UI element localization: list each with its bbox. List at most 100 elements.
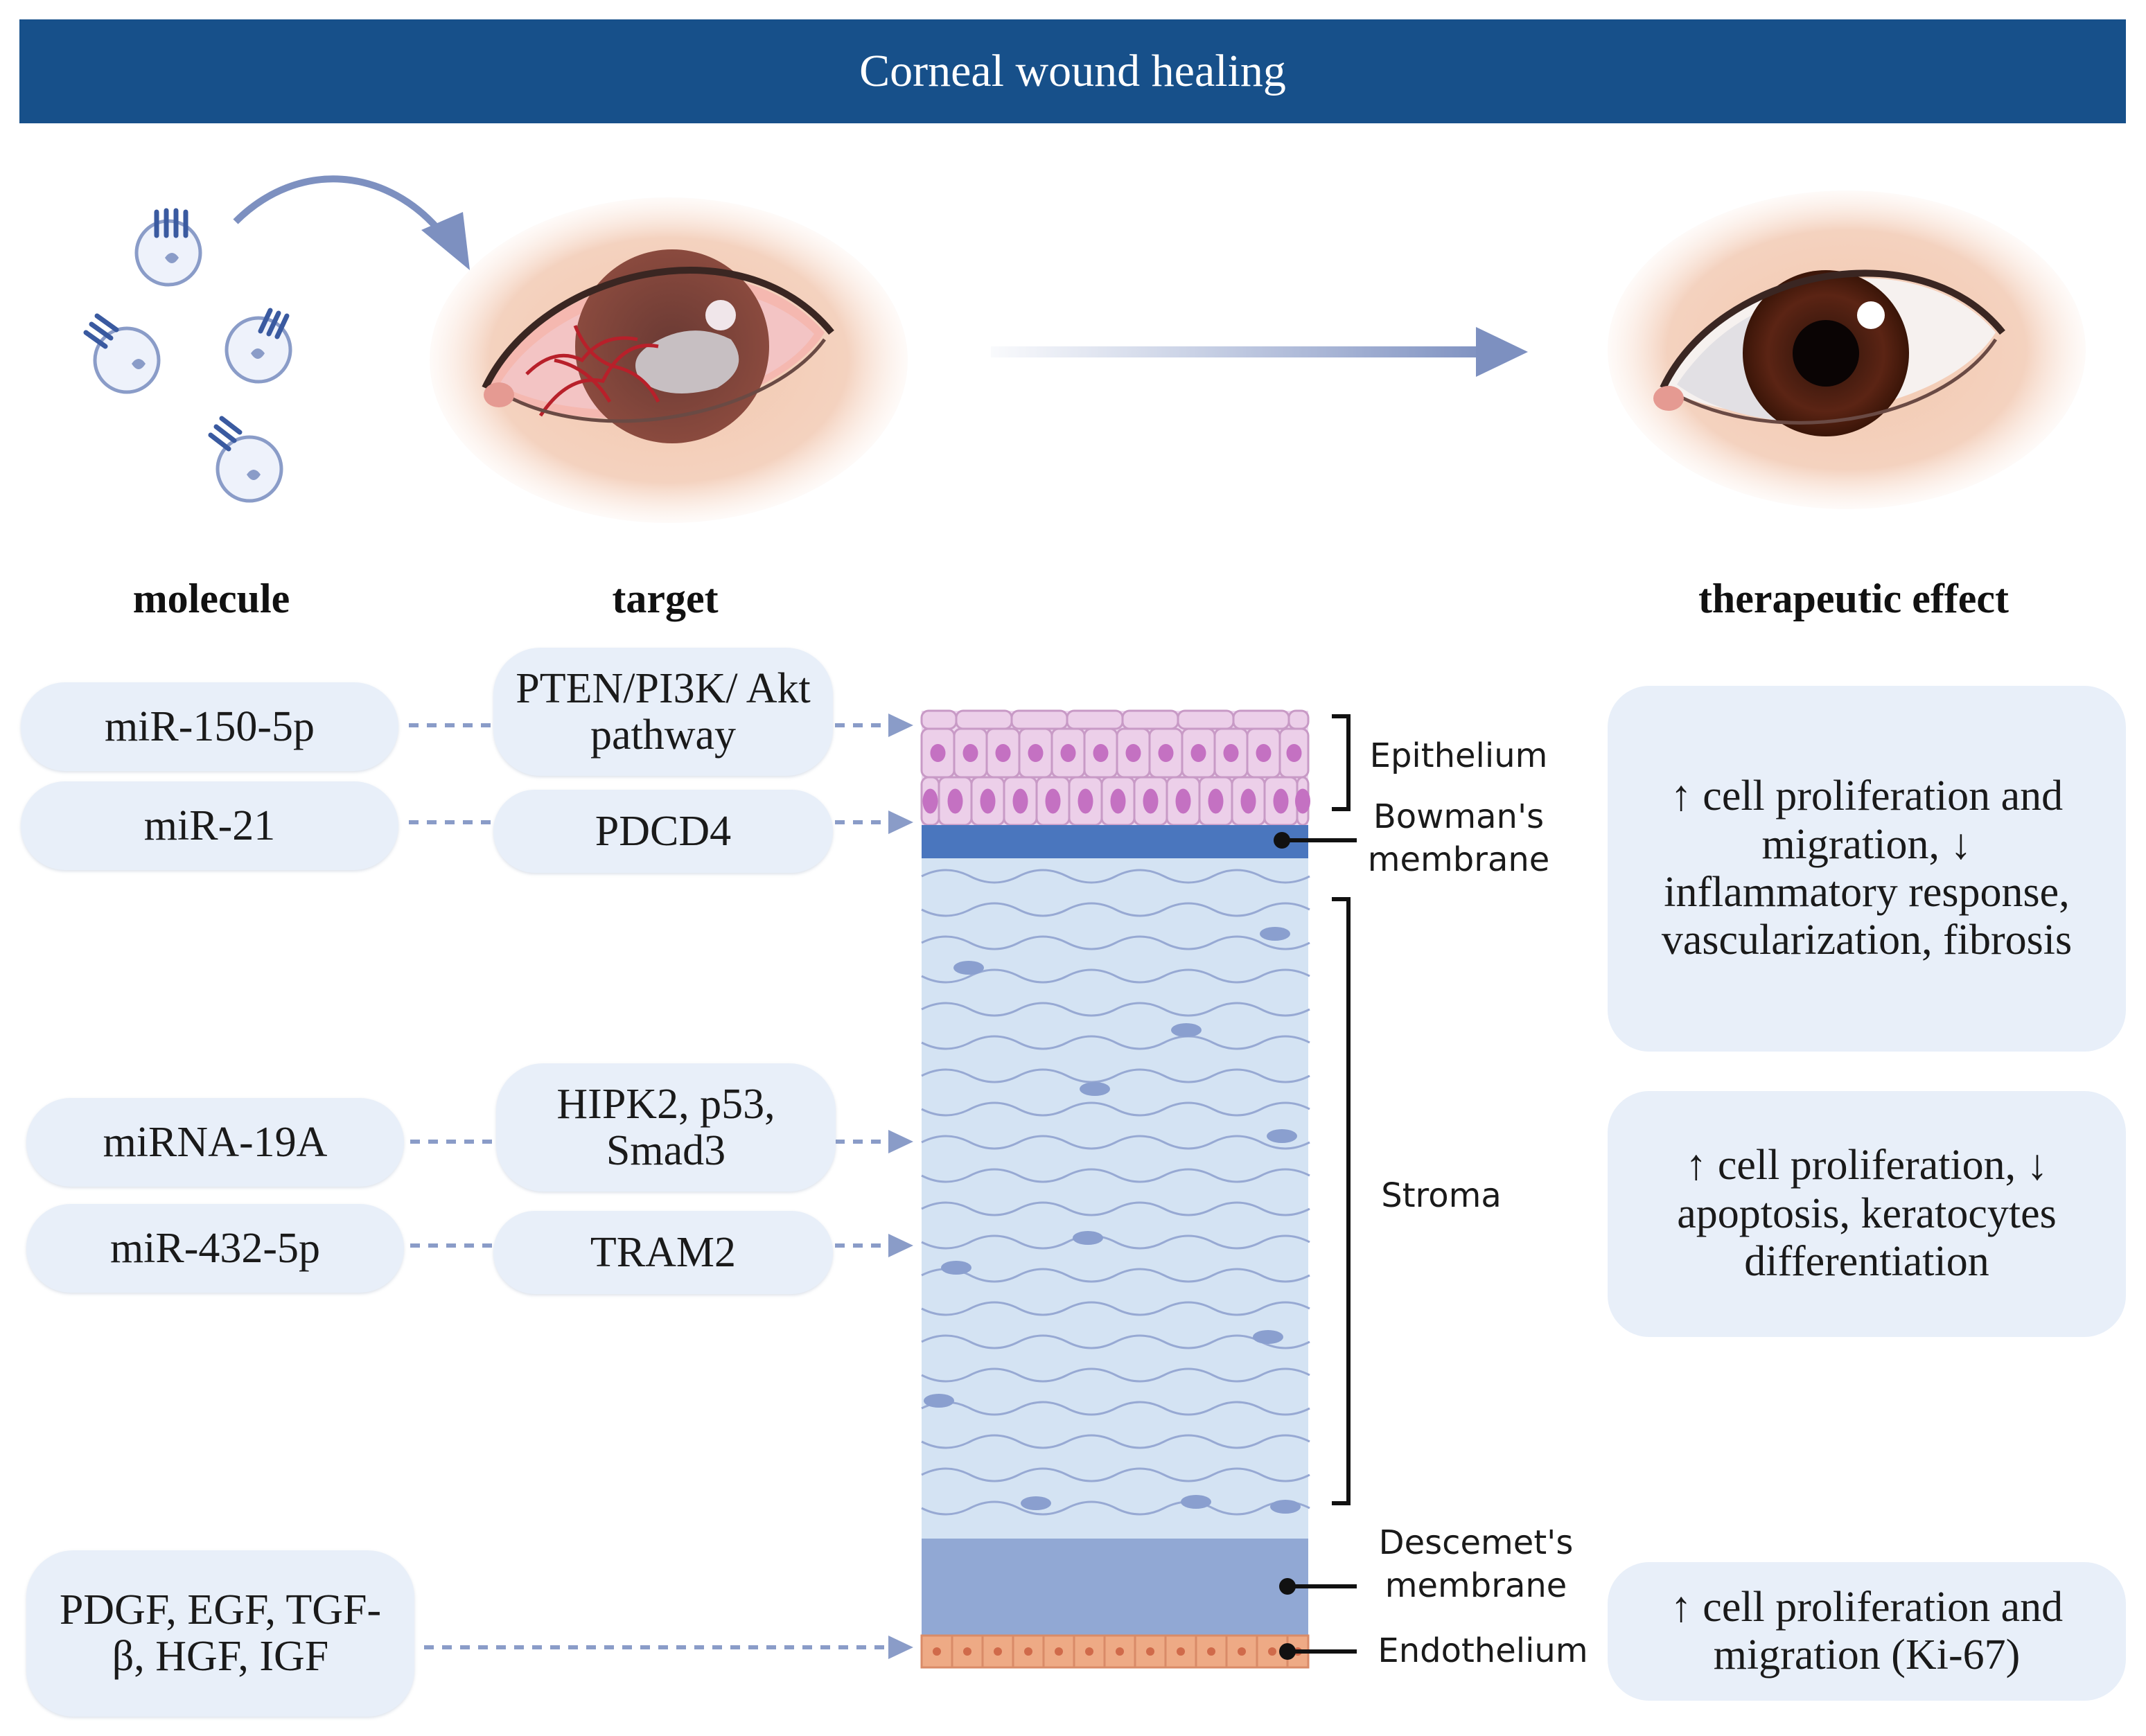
progress-arrow bbox=[991, 346, 1490, 357]
keratocyte-cells bbox=[924, 927, 1301, 1514]
stroma-fiber bbox=[921, 869, 1310, 884]
stroma-fiber bbox=[921, 1334, 1310, 1349]
cell-nucleus bbox=[994, 1647, 1002, 1656]
epithelial-cell bbox=[1287, 709, 1310, 730]
target-pill: PDCD4 bbox=[493, 790, 833, 873]
stroma-label: Stroma bbox=[1381, 1176, 1502, 1215]
cell-nucleus bbox=[995, 744, 1011, 762]
cell-nucleus bbox=[980, 788, 996, 814]
endothelium-cells bbox=[920, 1634, 1310, 1669]
keratocyte bbox=[1270, 1500, 1301, 1514]
cell-nucleus bbox=[1125, 744, 1141, 762]
bowman-layer bbox=[922, 825, 1308, 858]
effect-header: therapeutic effect bbox=[1698, 576, 2009, 621]
stroma-fiber bbox=[921, 1168, 1310, 1183]
epithelial-cell bbox=[1232, 709, 1290, 730]
molecule-pill: miR-432-5p bbox=[26, 1204, 404, 1293]
keratocyte bbox=[1267, 1129, 1297, 1143]
stroma-fiber bbox=[921, 1434, 1310, 1449]
cell-nucleus bbox=[947, 788, 963, 814]
cornea-cross-section bbox=[920, 709, 1310, 1669]
keratocyte bbox=[1021, 1496, 1051, 1510]
stroma-fiber bbox=[921, 1035, 1310, 1050]
target-header: target bbox=[612, 576, 719, 621]
epithelial-cell bbox=[920, 709, 958, 730]
keratocyte bbox=[1253, 1330, 1283, 1344]
stroma-fiber bbox=[921, 1002, 1310, 1017]
stroma-fiber bbox=[921, 1301, 1310, 1316]
title-banner: Corneal wound healing bbox=[19, 19, 2126, 123]
effect-box: ↑ cell proliferation, ↓ apoptosis, kerat… bbox=[1608, 1091, 2126, 1337]
stroma-fiber bbox=[921, 935, 1310, 950]
epithelial-cell bbox=[955, 709, 1013, 730]
keratocyte bbox=[1080, 1082, 1110, 1096]
epithelial-cell bbox=[1177, 709, 1235, 730]
target-pill: TRAM2 bbox=[493, 1211, 833, 1294]
cell-nucleus bbox=[1085, 1647, 1093, 1656]
molecule-pill: miRNA-19A bbox=[26, 1098, 404, 1187]
keratocyte bbox=[924, 1394, 954, 1408]
injured-eye-icon bbox=[430, 197, 908, 523]
cell-nucleus bbox=[1208, 788, 1224, 814]
cell-nucleus bbox=[933, 1647, 941, 1656]
stroma-fiber bbox=[921, 1401, 1310, 1416]
keratocyte bbox=[1073, 1231, 1103, 1245]
epithelium-cells bbox=[920, 709, 1310, 826]
cell-nucleus bbox=[1045, 788, 1061, 814]
target-pill: HIPK2, p53, Smad3 bbox=[496, 1063, 836, 1192]
curved-arrow bbox=[233, 175, 446, 238]
cell-nucleus bbox=[1012, 788, 1028, 814]
keratocyte bbox=[1171, 1023, 1202, 1037]
cell-nucleus bbox=[1268, 1647, 1276, 1656]
cell-nucleus bbox=[1273, 788, 1289, 814]
effect-box: ↑ cell proliferation and migration (Ki-6… bbox=[1608, 1562, 2126, 1701]
cell-nucleus bbox=[1207, 1647, 1215, 1656]
stroma-fibers bbox=[921, 869, 1310, 1516]
cell-nucleus bbox=[1093, 744, 1109, 762]
exosome-icon bbox=[93, 219, 292, 503]
molecule-pill: miR-150-5p bbox=[21, 682, 398, 771]
stroma-fiber bbox=[921, 1500, 1310, 1516]
keratocyte bbox=[1181, 1495, 1211, 1509]
dashed-connectors bbox=[409, 723, 888, 1649]
molecule-pill: PDGF, EGF, TGF-β, HGF, IGF bbox=[26, 1550, 414, 1717]
cell-nucleus bbox=[1190, 744, 1206, 762]
cell-nucleus bbox=[1024, 1647, 1032, 1656]
receptor-icon bbox=[83, 208, 290, 452]
cell-nucleus bbox=[1286, 744, 1302, 762]
cell-nucleus bbox=[1177, 1647, 1185, 1656]
keratocyte bbox=[953, 961, 984, 975]
epithelial-cell bbox=[1066, 709, 1124, 730]
bowman-label: Bowman's membrane bbox=[1367, 797, 1550, 880]
healthy-eye-icon bbox=[1608, 191, 2086, 509]
molecule-pill: miR-21 bbox=[21, 781, 398, 870]
cell-nucleus bbox=[1078, 788, 1093, 814]
cell-nucleus bbox=[1146, 1647, 1154, 1656]
stroma-fiber bbox=[921, 1135, 1310, 1150]
cell-nucleus bbox=[922, 788, 938, 814]
epithelial-cell bbox=[1010, 709, 1068, 730]
cell-nucleus bbox=[1055, 1647, 1063, 1656]
stroma-fiber bbox=[921, 968, 1310, 984]
diagram-title: Corneal wound healing bbox=[859, 46, 1286, 96]
cell-nucleus bbox=[1175, 788, 1191, 814]
connector-arrowheads bbox=[888, 714, 913, 1659]
effect-box: ↑ cell proliferation and migration, ↓ in… bbox=[1608, 686, 2126, 1052]
endothelium-label: Endothelium bbox=[1378, 1631, 1588, 1670]
stroma-fiber bbox=[921, 1101, 1310, 1117]
stroma-fiber bbox=[921, 1068, 1310, 1083]
cell-nucleus bbox=[1223, 744, 1239, 762]
keratocyte bbox=[1260, 927, 1290, 941]
epithelial-cell bbox=[1121, 709, 1179, 730]
cell-nucleus bbox=[1143, 788, 1159, 814]
layer-brackets bbox=[1282, 714, 1357, 1654]
cell-nucleus bbox=[1295, 788, 1310, 814]
cell-nucleus bbox=[930, 744, 946, 762]
cell-nucleus bbox=[963, 1647, 971, 1656]
stroma-layer bbox=[922, 858, 1308, 1539]
cell-nucleus bbox=[1028, 744, 1044, 762]
cell-nucleus bbox=[1110, 788, 1126, 814]
molecule-header: molecule bbox=[132, 576, 290, 621]
stroma-fiber bbox=[921, 1367, 1310, 1383]
